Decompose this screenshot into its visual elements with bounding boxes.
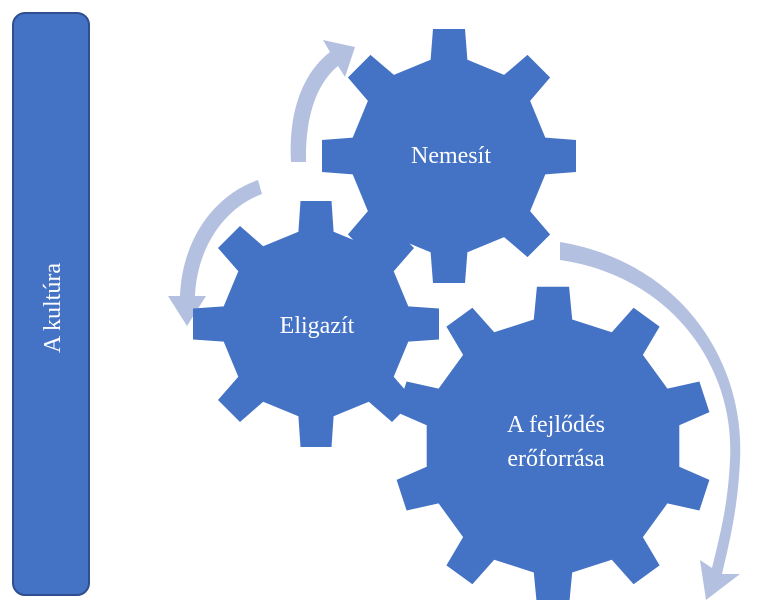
- side-bar-label: A kultúra: [40, 263, 66, 353]
- gear-big-label-line1: A fejlődés: [507, 412, 605, 438]
- gear-left-label: Eligazít: [280, 313, 355, 339]
- side-bar: [12, 12, 90, 596]
- gear-top-label: Nemesít: [411, 143, 491, 169]
- gear-big: [396, 286, 710, 600]
- arrow-left: [168, 180, 262, 326]
- gear-top: [322, 29, 576, 283]
- gear-left: [193, 201, 439, 447]
- arrow-right: [560, 242, 741, 600]
- arrow-top-left: [290, 40, 355, 162]
- gear-big-label-line2: erőforrása: [507, 446, 605, 472]
